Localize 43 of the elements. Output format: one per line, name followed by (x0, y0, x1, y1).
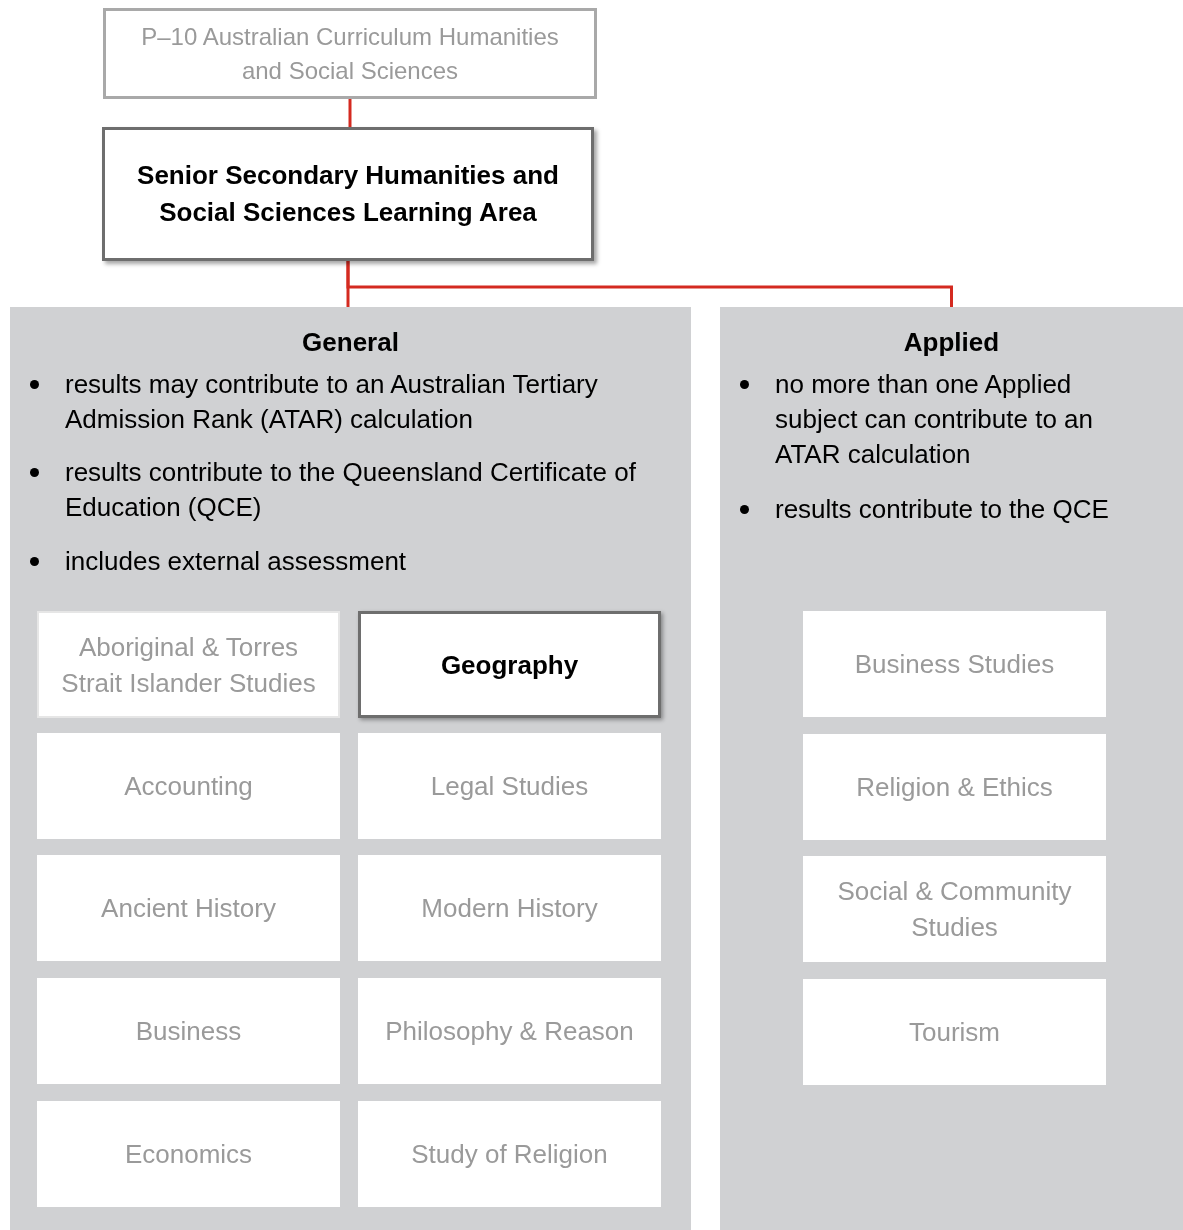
connector-line (348, 99, 352, 127)
box-label: Study of Religion (411, 1138, 608, 1171)
panel-heading: General (301, 327, 400, 358)
panel-heading: Applied (902, 327, 1001, 358)
subject-box (37, 1101, 340, 1207)
box-label: Accounting (124, 770, 253, 803)
box-label: Tourism (909, 1016, 1000, 1049)
box-label: Geography (440, 648, 579, 682)
subject-box (37, 855, 340, 961)
subject-box (803, 611, 1106, 717)
box-label: Legal Studies (430, 770, 589, 803)
box-label: Aboriginal & Torres Strait Islander Studies (60, 630, 317, 700)
category-panel (720, 307, 1183, 1230)
subject-box (358, 733, 661, 839)
subject-box (803, 856, 1106, 962)
box-label: Business (135, 1015, 242, 1048)
bullet-text: results may contribute to an Australian Tertiary Admission Rank (ATAR) calculation (65, 368, 599, 436)
subject-box (358, 611, 661, 718)
subject-box (37, 733, 340, 839)
subject-box (37, 611, 340, 718)
bullet-text: results contribute to the Queensland Certificate of Education (QCE) (65, 456, 637, 524)
subject-box (358, 978, 661, 1084)
learning-area-box (102, 127, 594, 261)
subject-box (37, 978, 340, 1084)
connector-line (346, 261, 953, 307)
subject-box (358, 855, 661, 961)
box-label: Religion & Ethics (856, 771, 1053, 804)
box-label: Social & Community Studies (836, 875, 1073, 944)
box-label: P–10 Australian Curriculum Humanities and Social Sciences (140, 21, 560, 86)
box-label: Ancient History (101, 892, 276, 925)
box-label: Senior Secondary Humanities and Social Sciences Learning Area (136, 159, 560, 229)
box-label: Economics (124, 1138, 253, 1171)
subject-box (803, 979, 1106, 1085)
subject-box (803, 734, 1106, 840)
box-label: Modern History (421, 892, 598, 925)
subject-box (358, 1101, 661, 1207)
box-label: Philosophy & Reason (385, 1015, 634, 1048)
box-label: Business Studies (854, 648, 1055, 681)
category-panel (10, 307, 691, 1230)
curriculum-box (103, 8, 597, 99)
bullet-text: no more than one Applied subject can contribute to an ATAR calculation (775, 368, 1094, 471)
bullet-text: results contribute to the QCE (775, 493, 1110, 526)
bullet-text: includes external assessment (65, 545, 408, 578)
